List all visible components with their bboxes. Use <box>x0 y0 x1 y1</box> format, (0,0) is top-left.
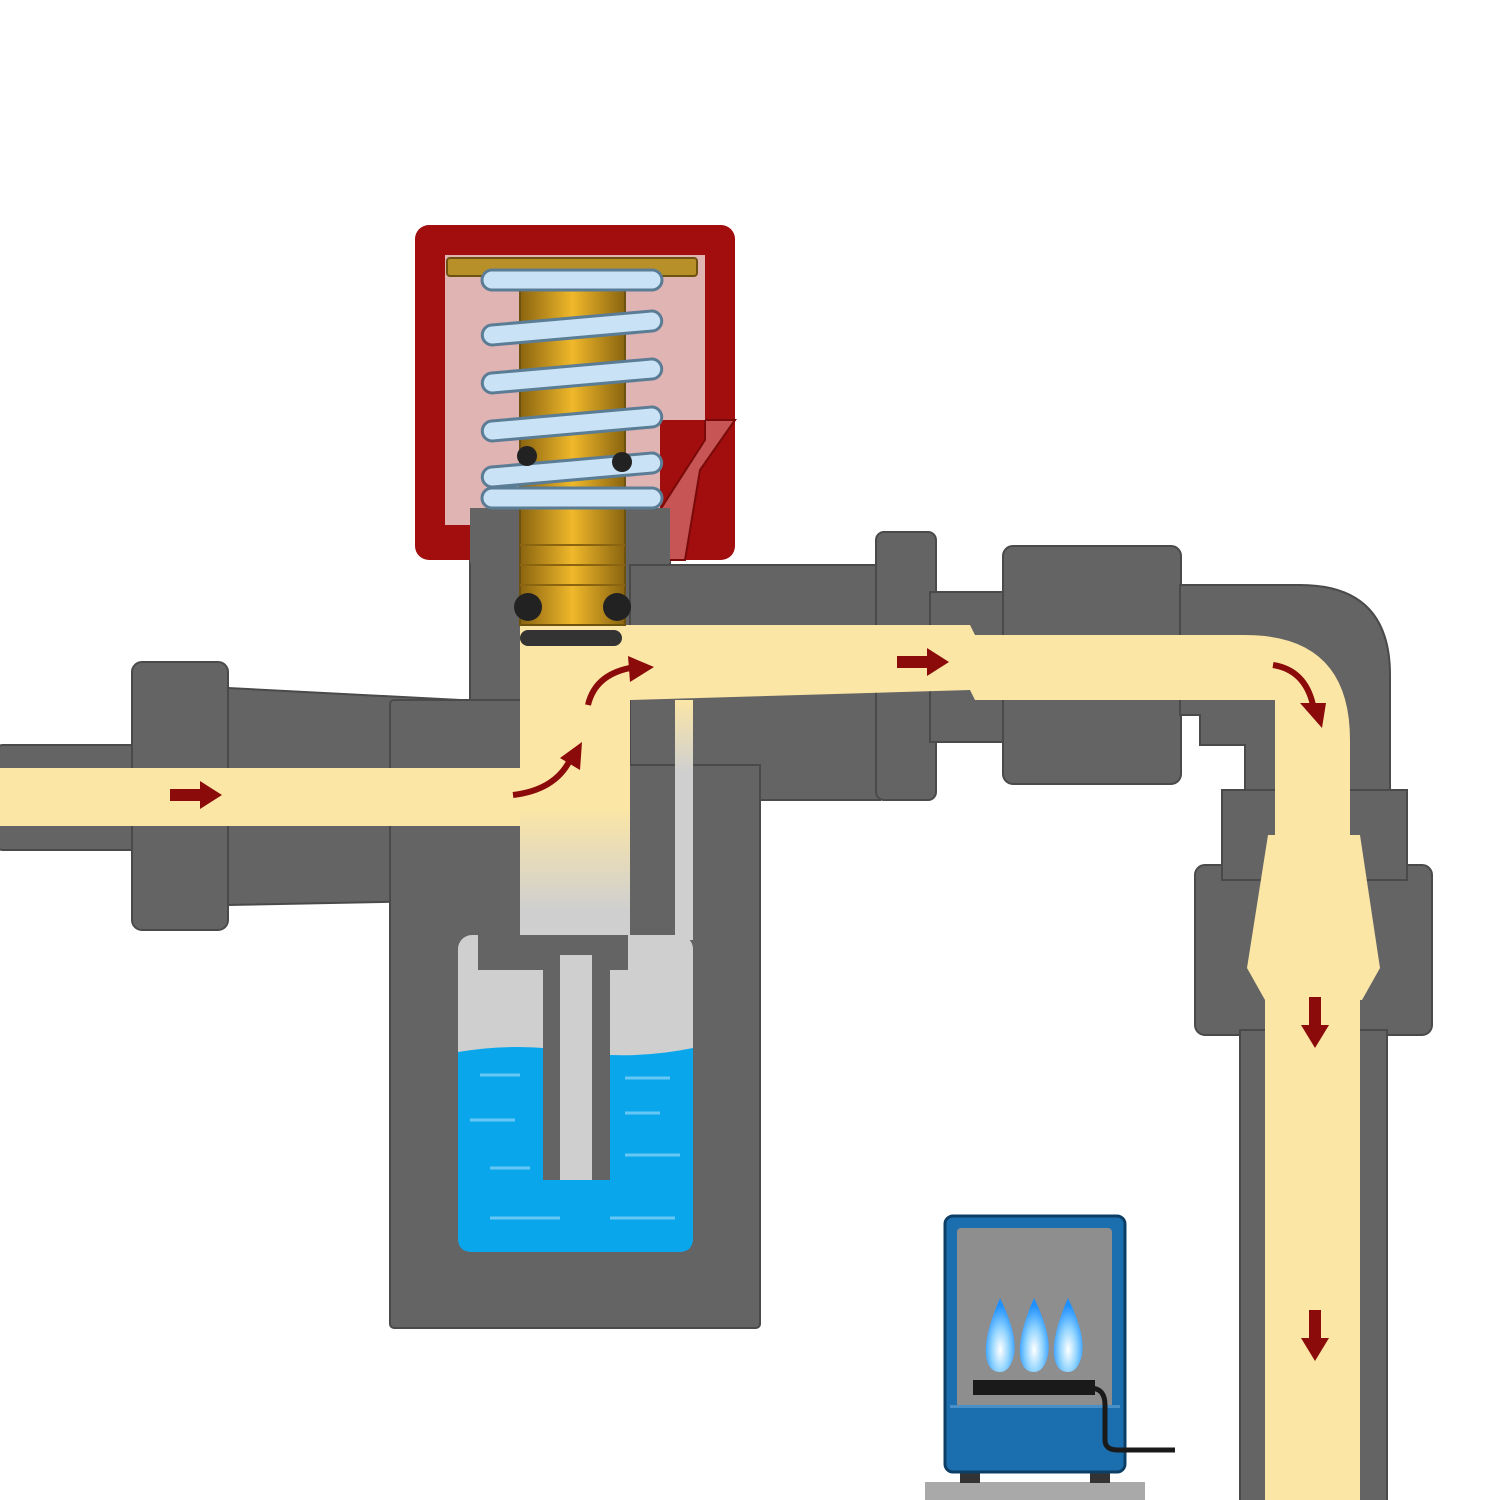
burner <box>973 1380 1095 1395</box>
bypass-channel <box>675 700 693 940</box>
gas-heater-icon <box>925 1214 1175 1500</box>
curved-flow-arrow-icon <box>512 742 582 798</box>
o-rings <box>514 446 632 621</box>
flow-arrow-icon <box>1301 997 1329 1048</box>
gas-hose <box>1089 1385 1175 1453</box>
relief-valve <box>415 225 737 646</box>
cap-side <box>659 419 737 561</box>
outlet-channel <box>630 625 1350 835</box>
flow-arrow-icon <box>897 648 949 676</box>
flow-arrow-icon <box>1301 1310 1329 1361</box>
valve-seal-disc <box>520 630 622 646</box>
down-channel <box>1265 1000 1360 1500</box>
flame-icon <box>985 1298 1083 1372</box>
curved-flow-arrow-icon <box>585 656 654 706</box>
flow-arrows <box>170 648 1329 1361</box>
inlet-channel <box>0 768 525 826</box>
union-channel <box>1247 835 1380 1000</box>
riser-channel <box>520 625 630 960</box>
gas-channels <box>0 625 1380 1500</box>
curved-flow-arrow-icon <box>1272 662 1326 728</box>
water-trap <box>458 935 693 1252</box>
flow-arrow-icon <box>170 781 222 809</box>
